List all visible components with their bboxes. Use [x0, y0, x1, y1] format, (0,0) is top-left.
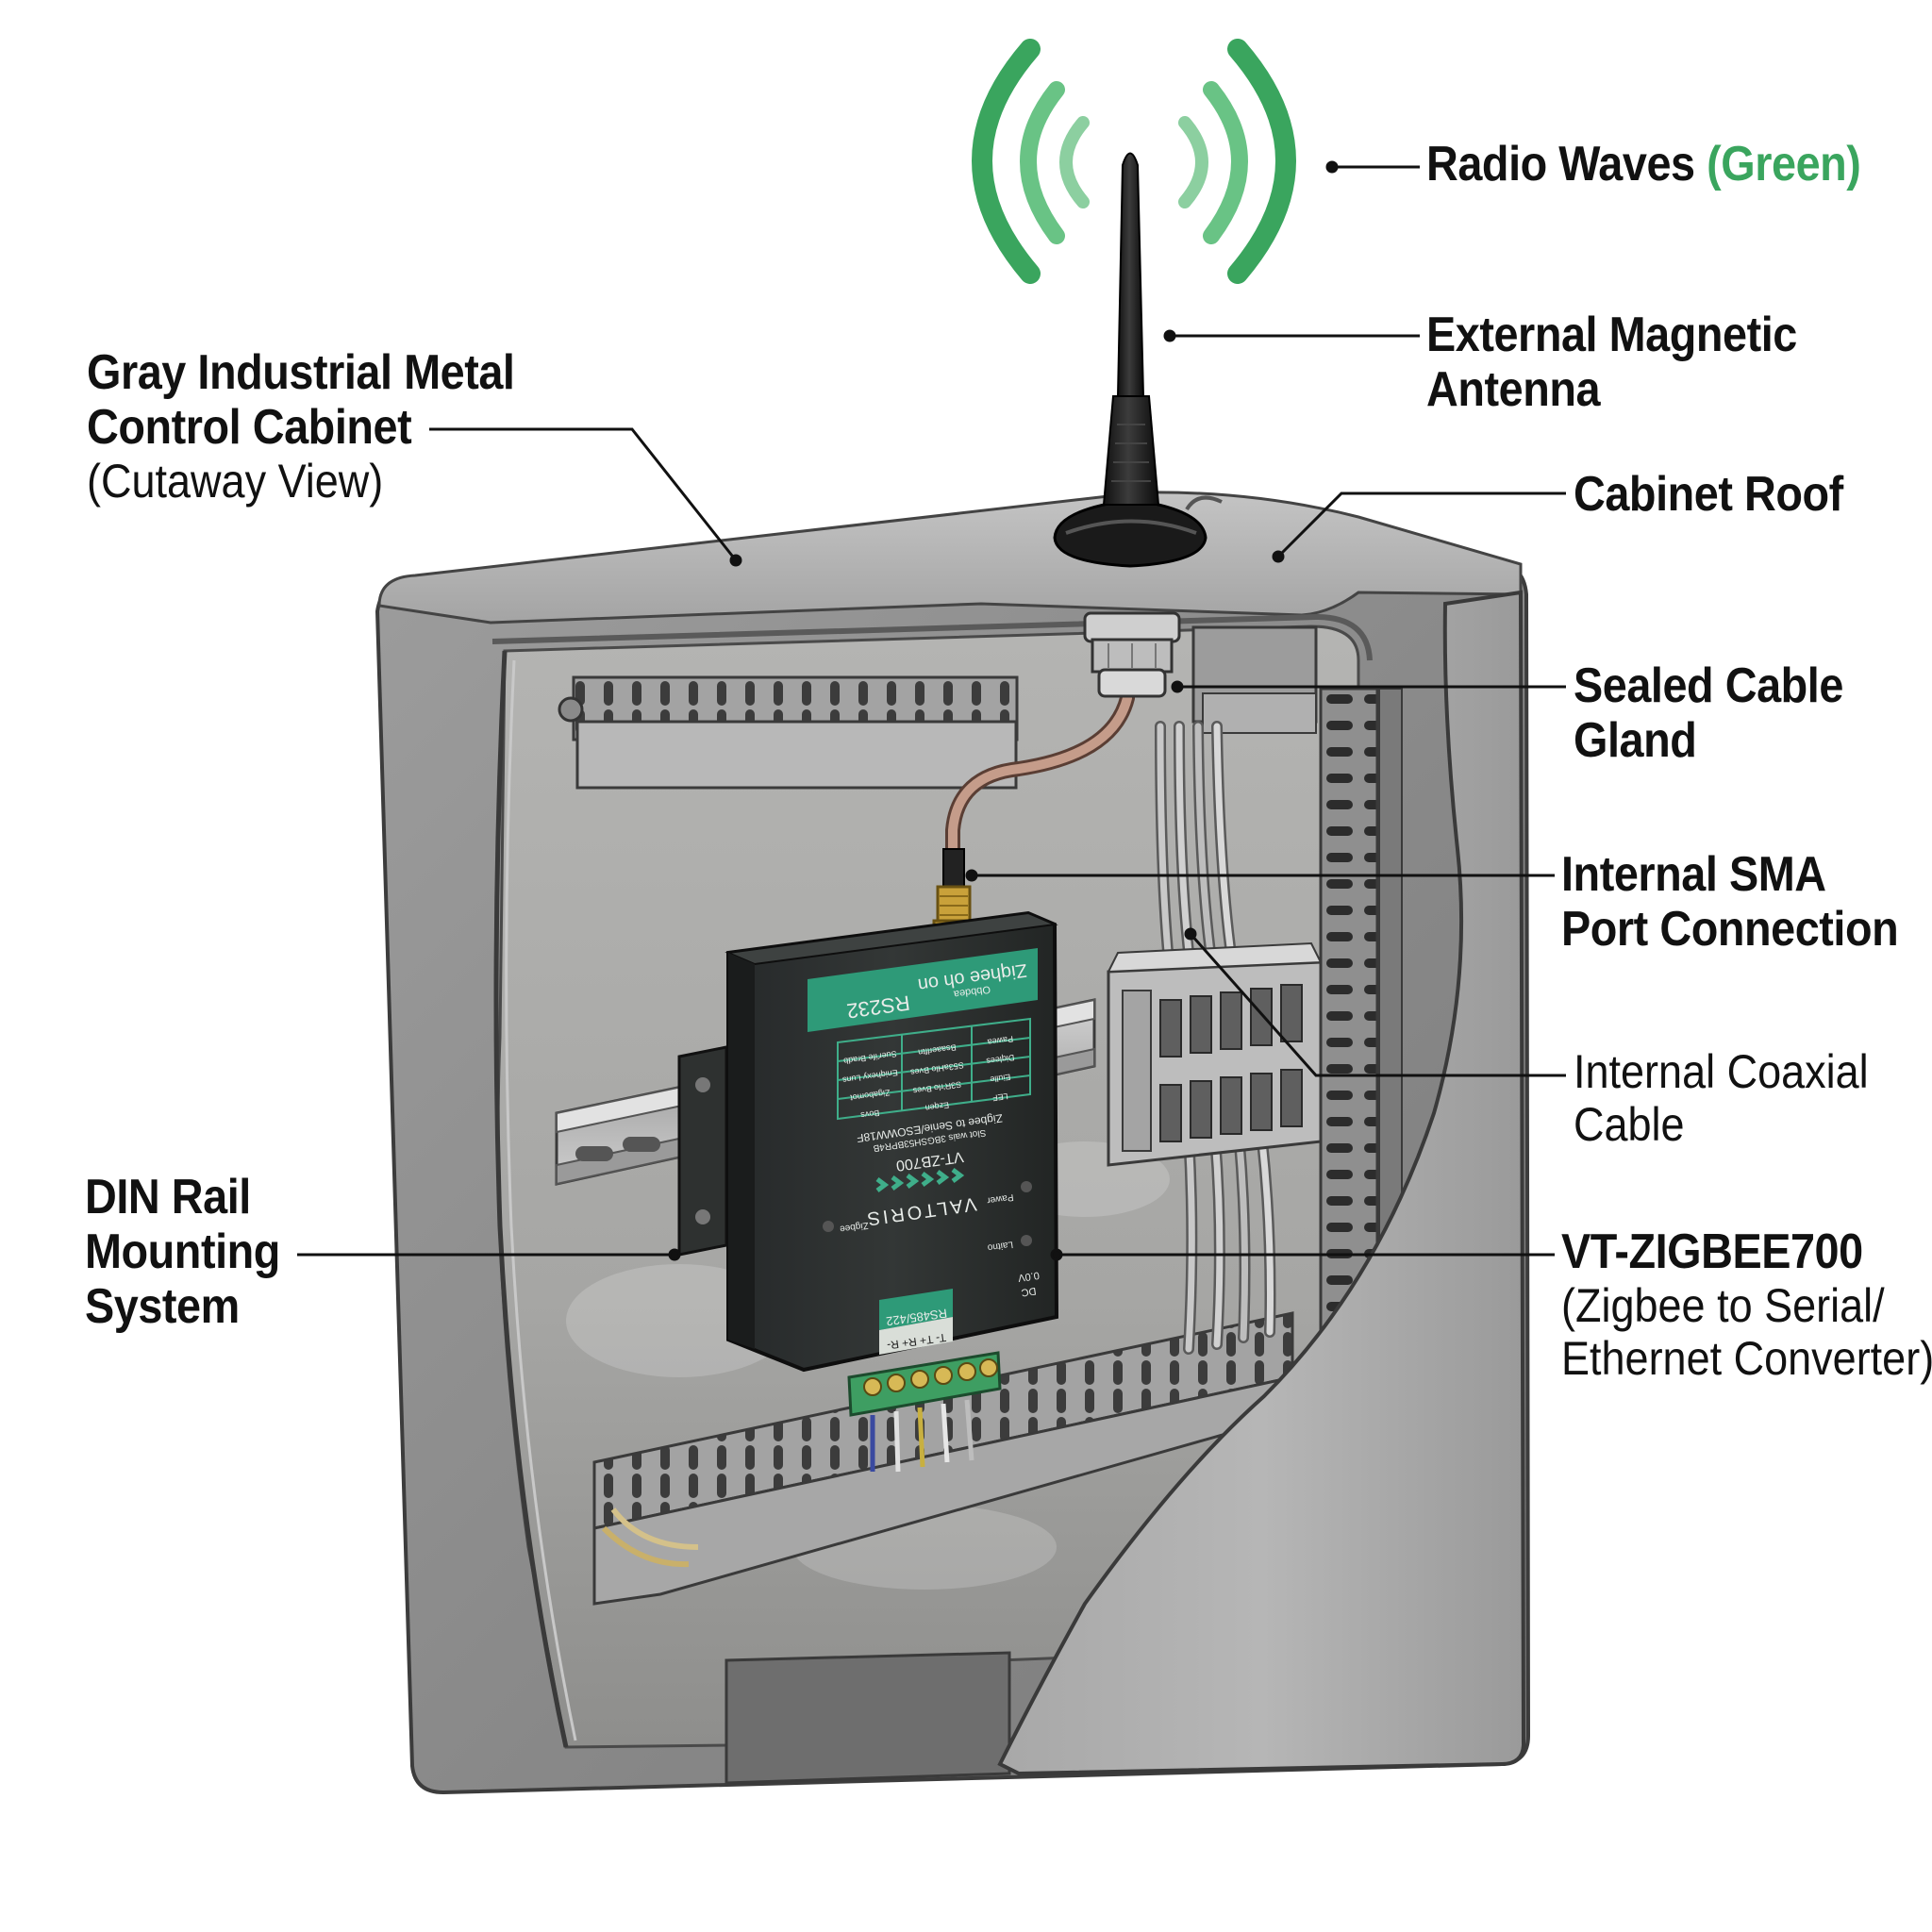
cabinet-roof — [377, 491, 1523, 625]
device-table-r2: Diqlees — [985, 1053, 1015, 1066]
device-power-range: 0.0V — [1017, 1269, 1041, 1283]
radio-waves — [972, 39, 1296, 284]
screw-terminal-plug — [847, 1351, 1002, 1473]
label-antenna: External Magnetic Antenna — [1426, 308, 1839, 417]
label-gland-line1: Sealed Cable — [1574, 658, 1843, 713]
device-bottom-band — [879, 1289, 953, 1330]
device-led2-label: Zigbee — [839, 1220, 869, 1234]
leader-roof — [1276, 491, 1566, 558]
label-sma-line2: Port Connection — [1561, 902, 1899, 958]
label-din: DIN Rail Mounting System — [85, 1170, 302, 1335]
label-cabinet-line2: Control Cabinet — [87, 400, 412, 456]
label-antenna-line1: External Magnetic — [1426, 308, 1797, 362]
label-converter-sub1: (Zigbee to Serial/ — [1561, 1279, 1885, 1333]
leader-coax — [1189, 933, 1566, 1077]
label-antenna-line2: Antenna — [1426, 362, 1601, 418]
label-coax-line1: Internal Coaxial — [1574, 1045, 1869, 1098]
label-cabinet: Gray Industrial Metal Control Cabinet (C… — [87, 345, 562, 508]
label-converter-title: VT-ZIGBEE700 — [1561, 1224, 1863, 1279]
label-roof: Cabinet Roof — [1574, 467, 1874, 522]
device-table-r1: Pawea — [987, 1034, 1014, 1047]
label-coax: Internal Coaxial Cable — [1574, 1045, 1901, 1151]
label-converter-sub2: Ethernet Converter) — [1561, 1332, 1932, 1386]
label-radio-waves: Radio Waves (Green) — [1426, 137, 1909, 192]
terminal-blocks — [1107, 941, 1323, 1167]
leader-cabinet — [429, 427, 738, 561]
cabinet-cutaway-panel — [997, 590, 1526, 1776]
leader-lines — [297, 160, 1566, 1261]
label-coax-line2: Cable — [1574, 1098, 1685, 1151]
label-cabinet-sub: (Cutaway View) — [87, 455, 384, 508]
label-sma: Internal SMA Port Connection — [1561, 847, 1932, 957]
label-roof-title: Cabinet Roof — [1574, 467, 1843, 522]
label-converter: VT-ZIGBEE700 (Zigbee to Serial/ Ethernet… — [1561, 1224, 1932, 1385]
device-top-small-text: Obbdea — [952, 983, 991, 999]
device-led3-label: Laitno — [987, 1239, 1014, 1253]
device-table-r4c2: Ezqen — [924, 1100, 950, 1112]
device-power-label: DC — [1021, 1285, 1037, 1298]
label-din-line3: System — [85, 1279, 240, 1335]
zigbee-converter-device — [724, 910, 1059, 1373]
label-gland: Sealed Cable Gland — [1574, 658, 1874, 768]
top-wire-duct — [558, 625, 1318, 790]
device-top-band — [808, 948, 1038, 1032]
magnetic-antenna — [1053, 152, 1223, 568]
label-din-line1: DIN Rail — [85, 1170, 251, 1224]
device-led1-label: Pawer — [986, 1191, 1014, 1206]
label-cabinet-line1: Gray Industrial Metal — [87, 345, 515, 400]
device-table-r4: LEF — [991, 1091, 1008, 1103]
label-din-line2: Mounting — [85, 1224, 280, 1280]
label-gland-line2: Gland — [1574, 713, 1697, 769]
cable-gland — [1083, 611, 1181, 698]
label-radio-waves-accent: (Green) — [1707, 137, 1861, 192]
label-radio-waves-title: Radio Waves — [1426, 137, 1695, 192]
device-table-r3: Eiulle — [990, 1072, 1011, 1084]
device-table-r4c3: Bovs — [859, 1108, 880, 1121]
label-sma-line1: Internal SMA — [1561, 847, 1826, 902]
